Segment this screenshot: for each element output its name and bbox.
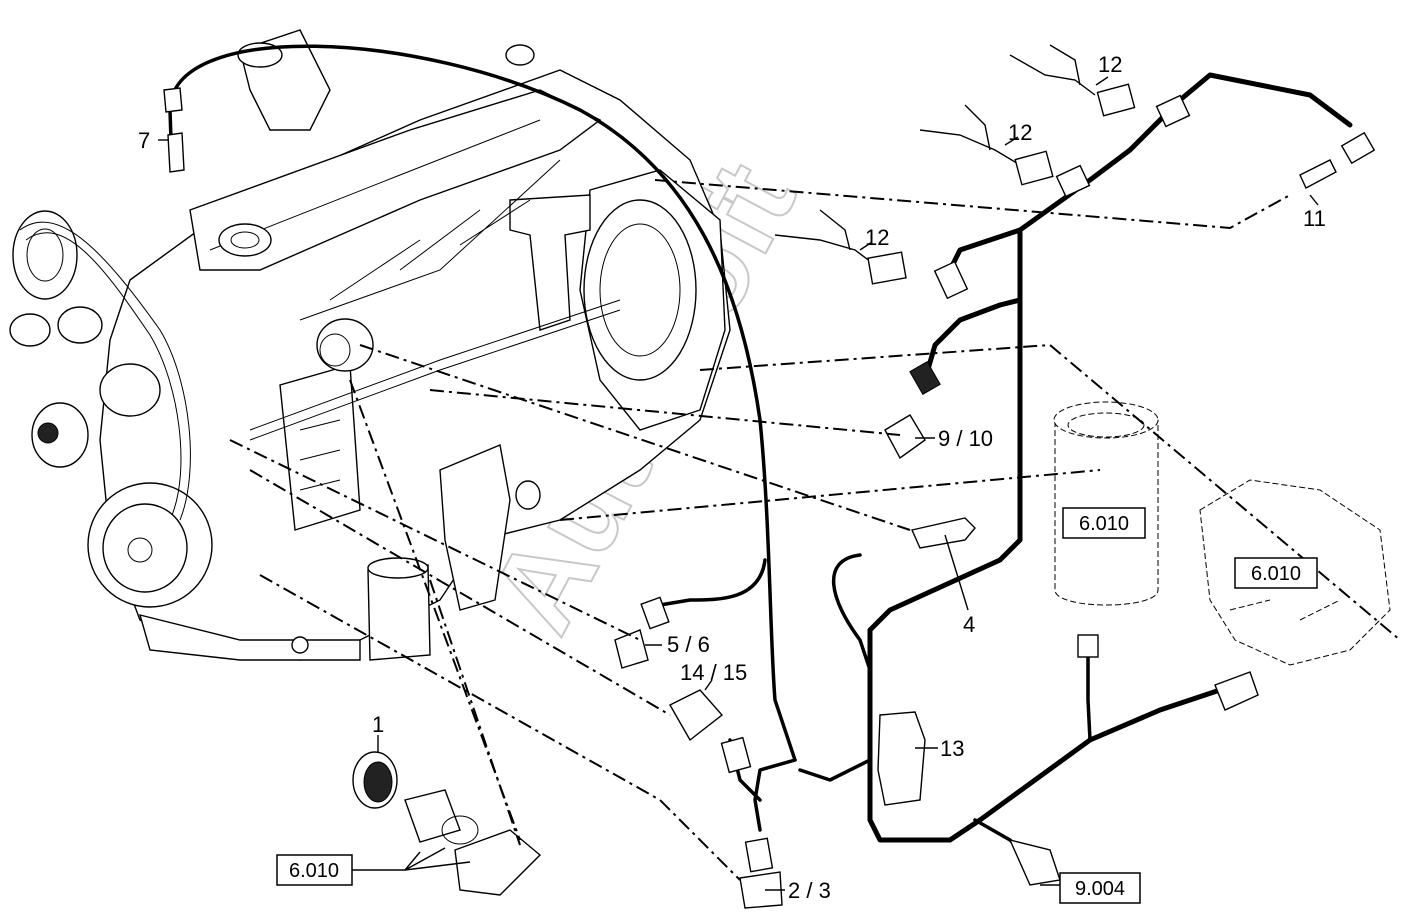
- ref-box-intake: 6.010: [276, 854, 353, 886]
- ref-box-harness: 9.004: [1059, 872, 1141, 904]
- callout-14-15: 14 / 15: [680, 660, 747, 685]
- callout-12-top: 12: [1098, 52, 1122, 77]
- callout-13: 13: [940, 736, 964, 761]
- callout-11: 11: [1303, 206, 1326, 231]
- harness-cables: [168, 44, 1353, 852]
- ref-label-fuel-pump: 6.010: [1251, 563, 1301, 585]
- leader-lines: [229, 179, 1401, 881]
- engine-illustration: [9, 29, 731, 661]
- callout-9-10: 9 / 10: [938, 426, 993, 451]
- callout-2-3: 2 / 3: [788, 878, 831, 903]
- components: [163, 83, 1376, 909]
- callout-ticks: [158, 76, 1319, 891]
- fuel-filter-ghost: [1053, 401, 1159, 606]
- callout-12-left: 12: [865, 225, 889, 250]
- ref-label-intake: 6.010: [289, 860, 339, 882]
- reference-boxes: 6.010 6.010 6.010 9.004: [276, 507, 1318, 904]
- callout-4: 4: [963, 612, 975, 637]
- ref-box-fuel-pump: 6.010: [1234, 557, 1318, 589]
- callout-1: 1: [372, 712, 384, 737]
- ref-box-fuel-filter: 6.010: [1062, 507, 1146, 539]
- callout-12-middle: 12: [1008, 120, 1032, 145]
- callout-5-6: 5 / 6: [667, 632, 710, 657]
- ref-label-fuel-filter: 6.010: [1079, 513, 1129, 535]
- callout-7: 7: [138, 128, 150, 153]
- ref-label-harness: 9.004: [1075, 878, 1125, 900]
- callout-labels: 7 12 12 12 11 9 / 10 4 5 / 6 14 / 15 13 …: [138, 52, 1326, 903]
